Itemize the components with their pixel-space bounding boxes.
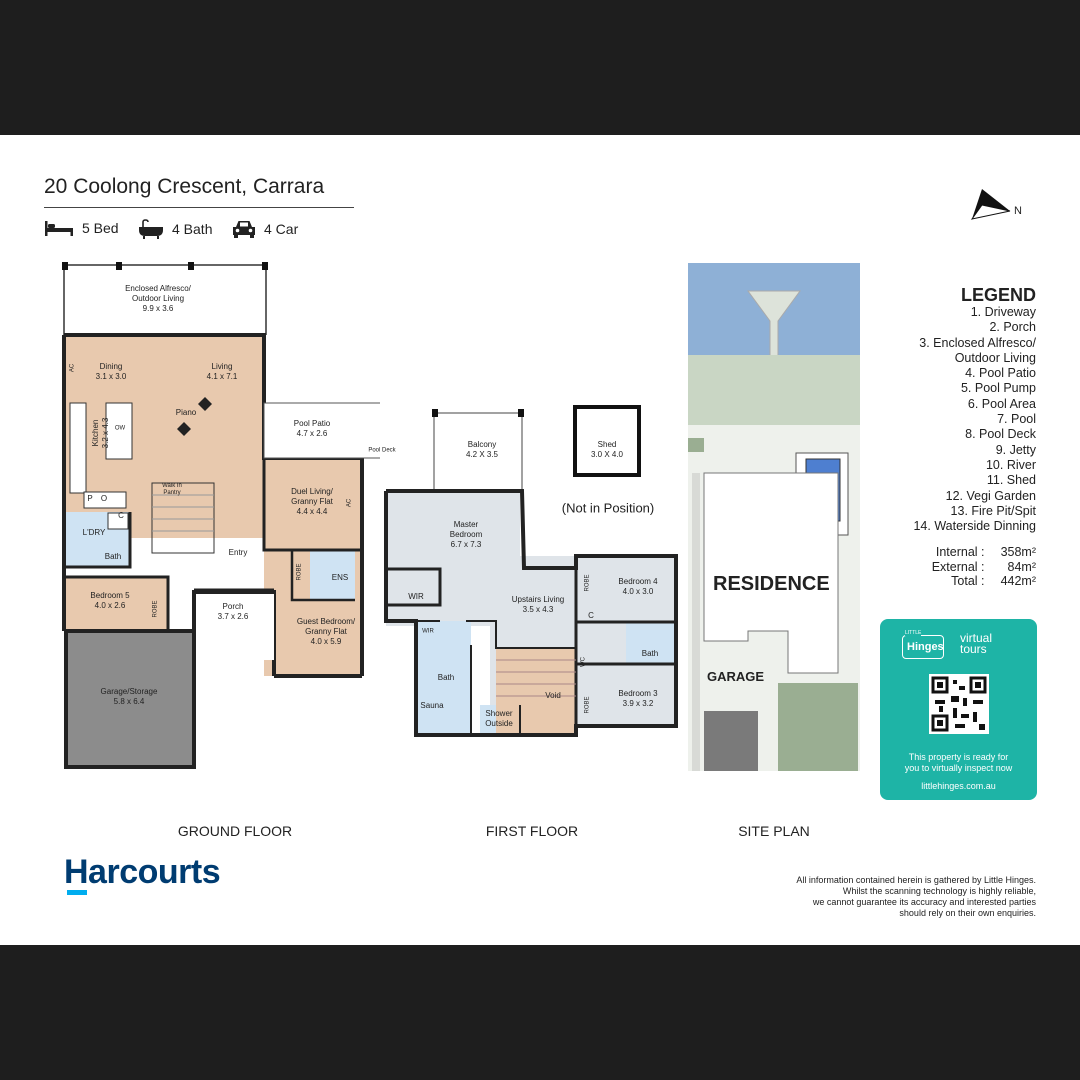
area-value: 358m² (1000, 545, 1036, 559)
legend-item: 10. River (985, 457, 1036, 472)
harcourts-logo: Harcourts (64, 853, 221, 891)
shed-position-note: (Not in Position) (561, 500, 655, 516)
north-label: N (1014, 205, 1022, 217)
feature-bath: 4 Bath (138, 219, 212, 239)
legend-item: 13. Fire Pit/Spit (950, 503, 1036, 518)
ground-floor-label: GROUND FLOOR (177, 823, 293, 839)
bed-count: 5 Bed (82, 220, 119, 236)
floor-plan-sheet: 20 Coolong Crescent, Carrara 5 Bed 4 Bat… (0, 135, 1080, 945)
robe-tag-bed4: ROBE (584, 574, 591, 592)
legend-title: LEGEND (960, 285, 1036, 305)
virtual-tour-card[interactable]: LITTLE Hinges virtual tours This propert… (880, 619, 1037, 800)
property-address: 20 Coolong Crescent, Carrara (44, 175, 325, 198)
feature-car: 4 Car (232, 219, 298, 239)
area-value: 442m² (1000, 574, 1036, 588)
room-bath-first: Bath (437, 673, 455, 682)
room-bath-ground: Bath (104, 552, 122, 561)
area-label: External (931, 559, 978, 574)
room-ensuite: ENS (331, 573, 349, 582)
bath-icon (139, 219, 163, 239)
legend-item: 1. Driveway (970, 305, 1036, 319)
legend-item: 2. Porch (989, 320, 1036, 335)
tag-c-first: C (588, 611, 594, 620)
disclaimer: All information contained herein is gath… (796, 875, 1036, 918)
virtual-tours-label: virtual tours (960, 631, 993, 656)
legend-item: 8. Pool Deck (965, 427, 1036, 442)
legend-item: Outdoor Living (954, 350, 1036, 365)
ow-tag: OW (114, 425, 126, 432)
residence-label: RESIDENCE (713, 573, 830, 595)
legend-item: 5. Pool Pump (960, 381, 1036, 396)
bed-icon (45, 221, 73, 236)
area-label: Internal (935, 545, 978, 559)
room-bath-bed4: Bath (641, 649, 659, 658)
room-wir: WIR (408, 592, 424, 601)
qr-code[interactable] (929, 674, 989, 734)
room-pool-deck: Pool Deck (368, 447, 396, 454)
room-sauna: Sauna (420, 701, 444, 710)
pantry-tag: Walk In Pantry (162, 483, 182, 496)
site-plan-label: SITE PLAN (738, 823, 810, 839)
car-icon (233, 221, 255, 238)
legend-item: 4. Pool Patio (965, 366, 1036, 381)
hinges-logo: LITTLE Hinges (902, 630, 944, 659)
garage-label: GARAGE (707, 669, 765, 684)
legend-item: 7. Pool (997, 412, 1036, 427)
harcourts-logo-bar (67, 890, 87, 895)
tag-c: C (118, 511, 124, 520)
virtual-tour-url[interactable]: littlehinges.com.au (921, 781, 996, 791)
title-divider (44, 207, 354, 208)
area-label: Total (951, 574, 978, 588)
area-summary: Internal : 358m² External : 84m² Total :… (924, 545, 1036, 589)
wc-tag: WC (580, 657, 587, 667)
legend-item: 6. Pool Area (967, 396, 1036, 411)
tag-o: O (100, 494, 108, 503)
wir-small-tag: WIR (422, 628, 434, 635)
compass: N (970, 187, 1022, 226)
room-void: Void (545, 691, 561, 700)
room-piano: Piano (175, 408, 197, 417)
car-count: 4 Car (264, 221, 299, 237)
site-plan (688, 263, 860, 771)
legend-item: 12. Vegi Garden (945, 488, 1036, 503)
first-floor-label: FIRST FLOOR (485, 823, 579, 839)
room-laundry: L'DRY (82, 528, 106, 537)
area-value: 84m² (1007, 559, 1036, 574)
legend-list: 1. Driveway 2. Porch 3. Enclosed Alfresc… (913, 305, 1036, 534)
robe-tag-bed3: ROBE (584, 696, 591, 714)
tag-p: P (87, 494, 93, 503)
feature-bed: 5 Bed (44, 219, 119, 237)
legend-item: 11. Shed (986, 473, 1036, 488)
room-outdoor-shower: Shower Outside (485, 709, 513, 728)
north-arrow-icon (970, 189, 1011, 220)
legend-item: 9. Jetty (995, 442, 1036, 457)
room-entry: Entry (228, 548, 248, 557)
ground-floor-plan (62, 262, 380, 769)
legend-item: 14. Waterside Dinning (913, 519, 1036, 534)
first-floor-plan (384, 405, 678, 737)
legend-item: 3. Enclosed Alfresco/ (919, 335, 1036, 350)
virtual-tour-message: This property is ready for you to virtua… (904, 752, 1013, 773)
bath-count: 4 Bath (172, 221, 213, 237)
